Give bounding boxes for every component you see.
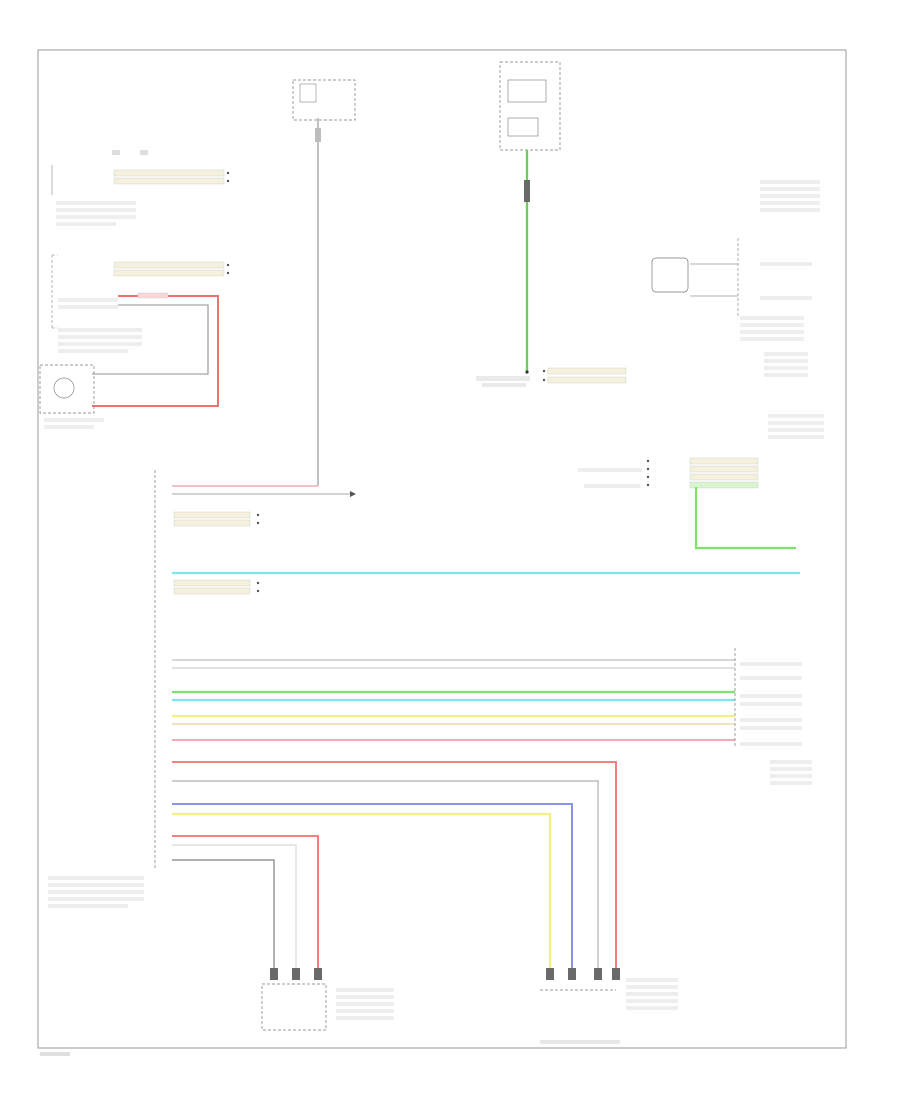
component-left-tcm-block	[51, 254, 230, 353]
component-top-left-module	[292, 79, 356, 121]
component-main-module	[48, 470, 156, 908]
component-output-speed-sensor	[39, 364, 104, 429]
component-top-right-module	[499, 61, 561, 151]
component-bottom-left-module	[261, 968, 394, 1031]
wire-red-down-right	[172, 761, 617, 970]
wire-red-down-left	[172, 835, 319, 970]
wire-yellow-down-right	[172, 812, 552, 970]
wire-green-right-loop	[694, 487, 796, 550]
wire-blue-down-right	[172, 803, 573, 970]
component-right-range-switch	[651, 180, 820, 377]
component-left-upper-block	[51, 150, 230, 226]
component-right-sensor	[734, 648, 812, 785]
diagram-frame	[37, 49, 847, 1049]
component-right-mid-block	[578, 414, 824, 489]
component-bottom-right-sensor	[540, 968, 678, 1010]
wire-gray-loop-left	[92, 304, 209, 375]
